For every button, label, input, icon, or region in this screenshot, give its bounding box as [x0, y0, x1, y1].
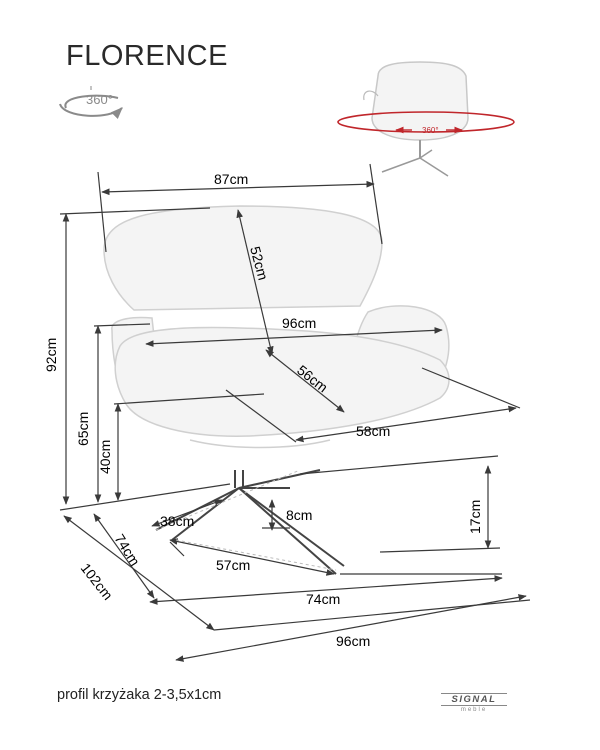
chair-illustration [103, 205, 450, 449]
dim-total-height: 92cm [43, 338, 59, 372]
rotation-icon [59, 86, 123, 120]
brand-logo-sub: meble [460, 707, 488, 713]
brand-logo-name: SIGNAL [441, 693, 507, 706]
dim-base-span: 57cm [216, 557, 250, 573]
brand-logo: SIGNAL meble [441, 693, 507, 714]
dim-seat-height: 40cm [97, 440, 113, 474]
dim-base-clearance: 8cm [286, 507, 312, 523]
small-chair-illustration [337, 61, 515, 177]
rotation-label-small: 360° [422, 126, 439, 135]
dimension-lines [59, 163, 531, 662]
dim-backrest-width: 87cm [214, 171, 248, 187]
dim-base-diag: 74cm [111, 531, 143, 569]
base-guide-lines [155, 469, 337, 571]
dim-armrest-width: 96cm [282, 315, 316, 331]
dim-total-depth: 102cm [78, 560, 116, 603]
product-title: FLORENCE [66, 40, 228, 72]
footnote: profil krzyżaka 2-3,5x1cm [57, 687, 222, 703]
dim-seat-width: 58cm [356, 423, 390, 439]
dim-base-width: 74cm [306, 591, 340, 607]
dim-armrest-height: 65cm [75, 412, 91, 446]
rotation-label: 360° [86, 92, 113, 107]
dim-total-width: 96cm [336, 633, 370, 649]
dim-side-height: 17cm [467, 500, 483, 534]
dim-base-leg: 38cm [160, 513, 194, 529]
